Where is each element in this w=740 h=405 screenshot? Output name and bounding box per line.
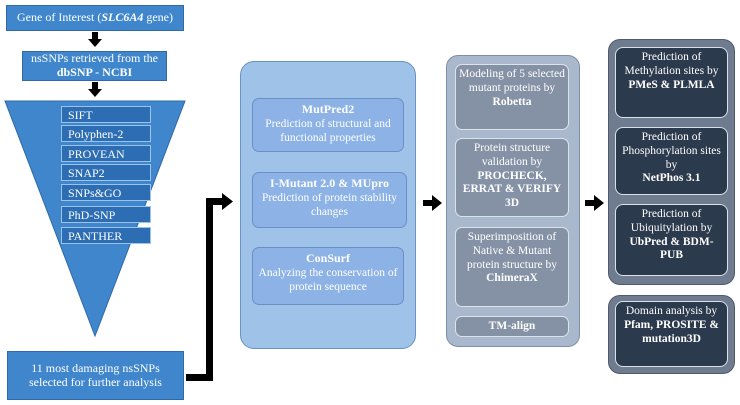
tool-panther: PANTHER (61, 227, 151, 244)
methylation-text: Prediction of Methylation sites by (624, 51, 719, 77)
structure-validation-card: Protein structure validation by PROCHECK… (455, 138, 569, 217)
consurf-desc: Analyzing the conservation of protein se… (258, 266, 398, 293)
domain-tools: Pfam, PROSITE & mutation3D (624, 318, 719, 345)
arrow-right-1 (423, 195, 442, 211)
mutpred2-title: MutPred2 (301, 102, 355, 116)
structure-validation-text: Protein structure validation by (473, 142, 551, 168)
tm-align-card: TM-align (455, 316, 569, 337)
mutpred2-desc: Prediction of structural and functional … (265, 117, 391, 144)
gene-of-interest-text: Gene of Interest (SLC6A4 gene) (17, 10, 173, 25)
nssnp-retrieval-text: nsSNPs retrieved from the (31, 51, 158, 66)
netphos-tool: NetPhos 3.1 (642, 172, 701, 185)
tool-snps-go: SNPs&GO (61, 184, 151, 201)
imutant-mupro-desc: Prediction of protein stability changes (261, 191, 398, 218)
methylation-tools: PMeS & PLMLA (628, 78, 715, 91)
phosphorylation-card: Prediction of Phosphorylation sites by N… (615, 127, 728, 195)
tool-sift: SIFT (61, 106, 151, 123)
imutant-mupro-title: I-Mutant 2.0 & MUpro (269, 176, 390, 190)
robetta-tool: Robetta (492, 95, 532, 108)
validation-tools: PROCHECK, ERRAT & VERIFY 3D (462, 169, 562, 210)
imutant-mupro-card: I-Mutant 2.0 & MUpro Prediction of prote… (252, 172, 407, 228)
damaging-nssnps-text: 11 most damaging nsSNPs selected for fur… (29, 360, 162, 389)
mutpred2-card: MutPred2 Prediction of structural and fu… (252, 98, 404, 152)
domain-analysis-text: Domain analysis by (625, 305, 718, 317)
phosphorylation-text: Prediction of Phosphorylation sites by (622, 131, 721, 171)
ubiquitylation-card: Prediction of Ubiquitylation by UbPred &… (615, 204, 728, 276)
chimerax-tool: ChimeraX (486, 272, 538, 285)
tool-phd-snp: PhD-SNP (61, 206, 151, 223)
dbsnp-source: dbSNP - NCBI (56, 65, 133, 79)
tool-polyphen: Polyphen-2 (61, 125, 151, 142)
tool-snap2: SNAP2 (61, 164, 151, 181)
consurf-card: ConSurf Analyzing the conservation of pr… (252, 247, 404, 305)
consurf-title: ConSurf (305, 251, 350, 265)
damaging-nssnps-box: 11 most damaging nsSNPs selected for fur… (7, 351, 184, 400)
arrow-down-2 (88, 82, 102, 97)
robetta-modeling-text: Modeling of 5 selected mutant proteins b… (459, 68, 565, 94)
superimposition-card: Superimposition of Native & Mutant prote… (455, 227, 569, 307)
ubiquitylation-tools: UbPred & BDM-PUB (629, 235, 714, 262)
arrow-right-2 (585, 195, 604, 211)
robetta-modeling-card: Modeling of 5 selected mutant proteins b… (455, 64, 569, 130)
superimposition-text: Superimposition of Native & Mutant prote… (466, 231, 558, 271)
methylation-card: Prediction of Methylation sites by PMeS … (615, 47, 728, 118)
arrow-down-1 (88, 32, 102, 47)
ubiquitylation-text: Prediction of Ubiquitylation by (630, 208, 713, 234)
nssnp-retrieval-box: nsSNPs retrieved from the dbSNP - NCBI (22, 51, 167, 81)
gene-of-interest-box: Gene of Interest (SLC6A4 gene) (6, 5, 184, 31)
domain-analysis-card: Domain analysis by Pfam, PROSITE & mutat… (615, 301, 728, 367)
connector-arrow (186, 193, 233, 381)
tm-align-tool: TM-align (488, 320, 536, 332)
tool-provean: PROVEAN (61, 145, 151, 162)
